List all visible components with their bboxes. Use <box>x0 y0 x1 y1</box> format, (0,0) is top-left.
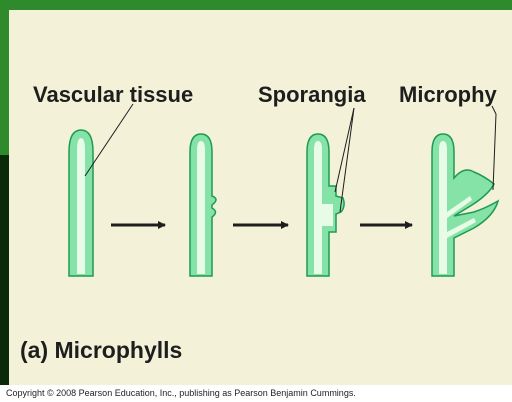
panel-caption: (a) Microphylls <box>20 337 182 363</box>
stem-stage-1 <box>69 130 93 276</box>
microphyll-label: Microphy <box>399 82 498 107</box>
stem-stage-4 <box>432 134 498 276</box>
stem-stage-2 <box>190 134 216 276</box>
microphyll-leader <box>492 106 496 190</box>
stem-stage-3 <box>307 134 344 276</box>
vascular-tissue-label: Vascular tissue <box>33 82 193 107</box>
vascular-tissue <box>314 141 322 274</box>
sporangia-label: Sporangia <box>258 82 366 107</box>
vascular-tissue <box>439 141 447 274</box>
copyright-notice: Copyright © 2008 Pearson Education, Inc.… <box>6 388 356 398</box>
microphyll-evolution-diagram: Vascular tissue Sporangia Microphy <box>0 0 512 385</box>
vascular-tissue <box>197 141 205 274</box>
vascular-tissue <box>77 138 85 274</box>
